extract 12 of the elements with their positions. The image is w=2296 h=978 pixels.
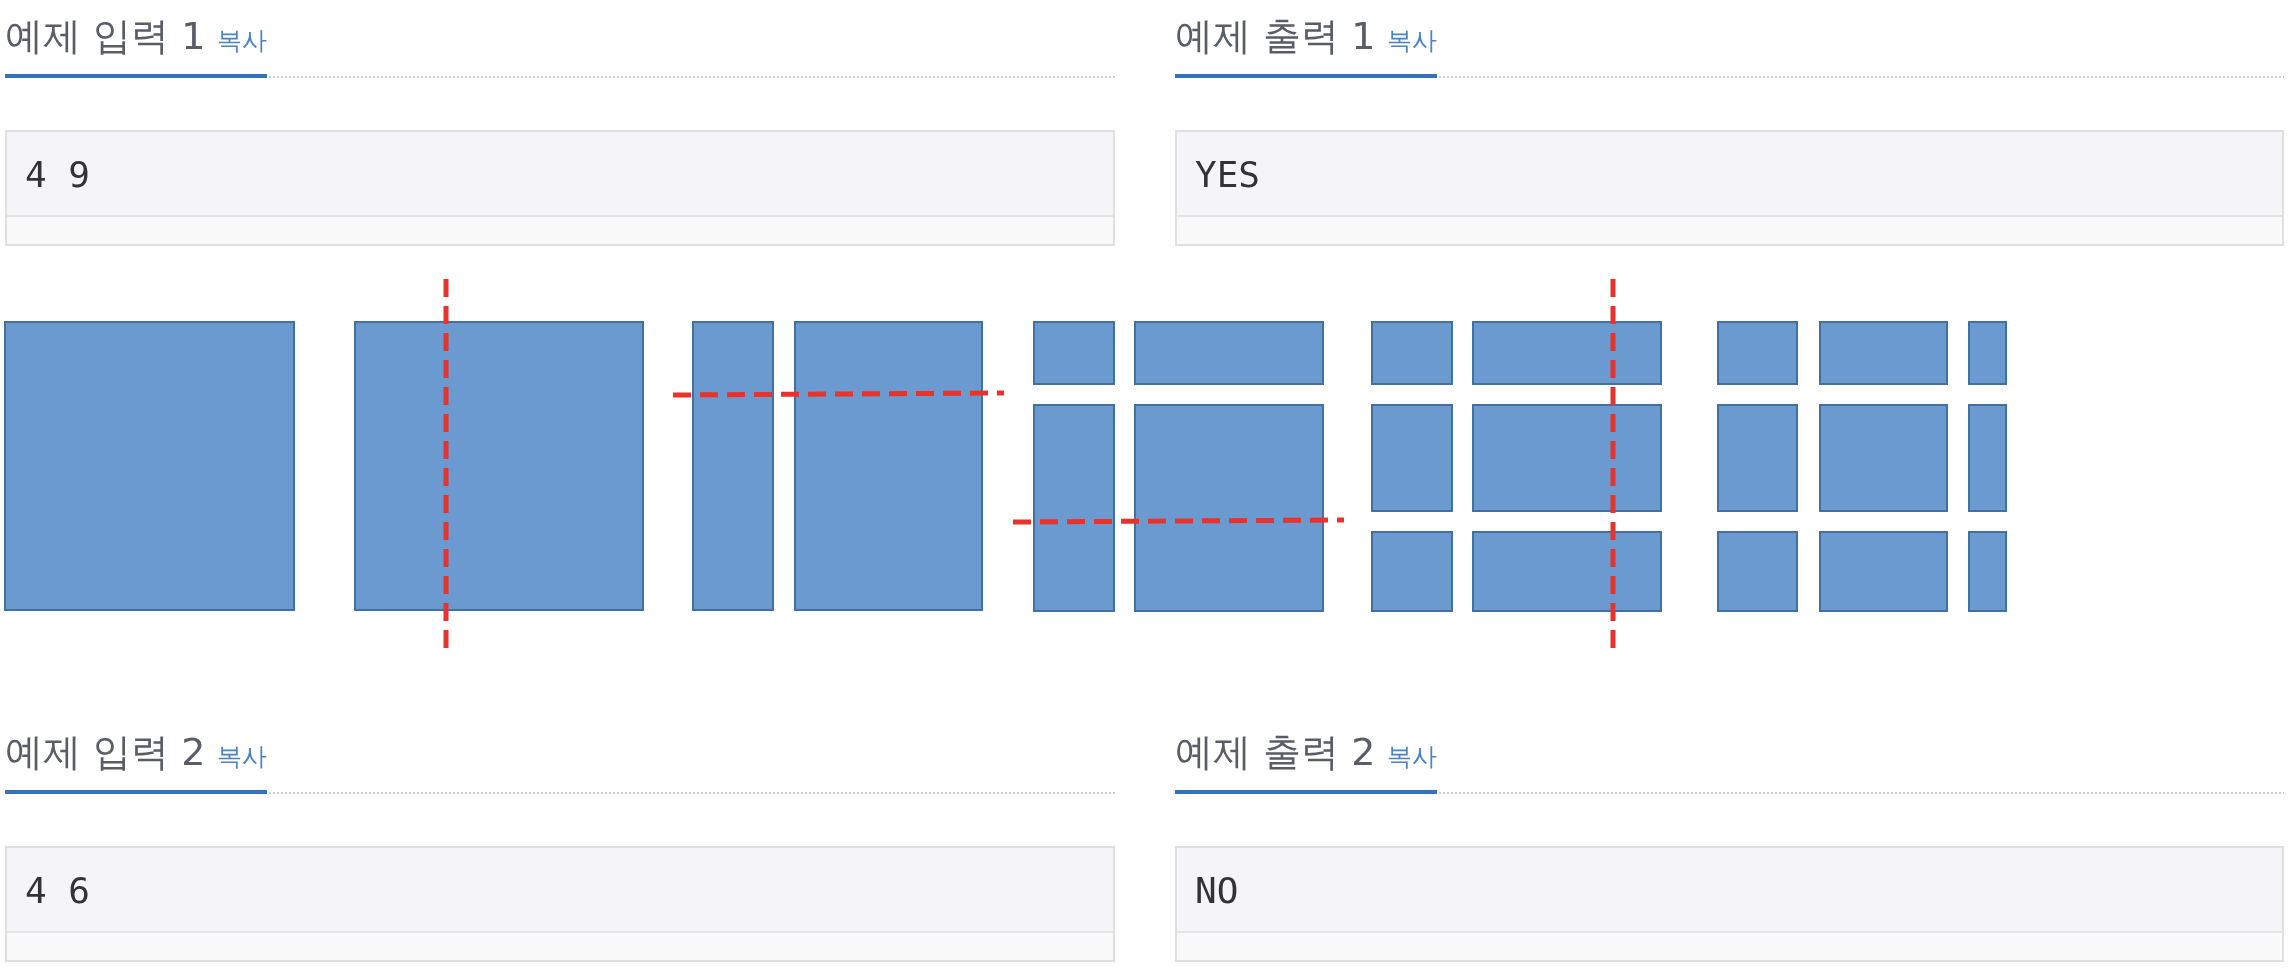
sample-text: YES: [1195, 154, 1261, 196]
section-heading: 예제 출력 1: [1175, 13, 1376, 60]
sample-text: NO: [1195, 870, 1239, 912]
sample-text: 4 9: [25, 154, 91, 196]
copy-link: 복사: [1387, 741, 1438, 773]
copy-link: 복사: [217, 741, 268, 773]
copy-link: 복사: [1387, 25, 1438, 57]
section-heading: 예제 출력 2: [1175, 729, 1376, 776]
section-heading: 예제 입력 1: [5, 13, 206, 60]
copy-link: 복사: [217, 25, 268, 57]
section-heading: 예제 입력 2: [5, 729, 206, 776]
sample-text: 4 6: [25, 870, 91, 912]
